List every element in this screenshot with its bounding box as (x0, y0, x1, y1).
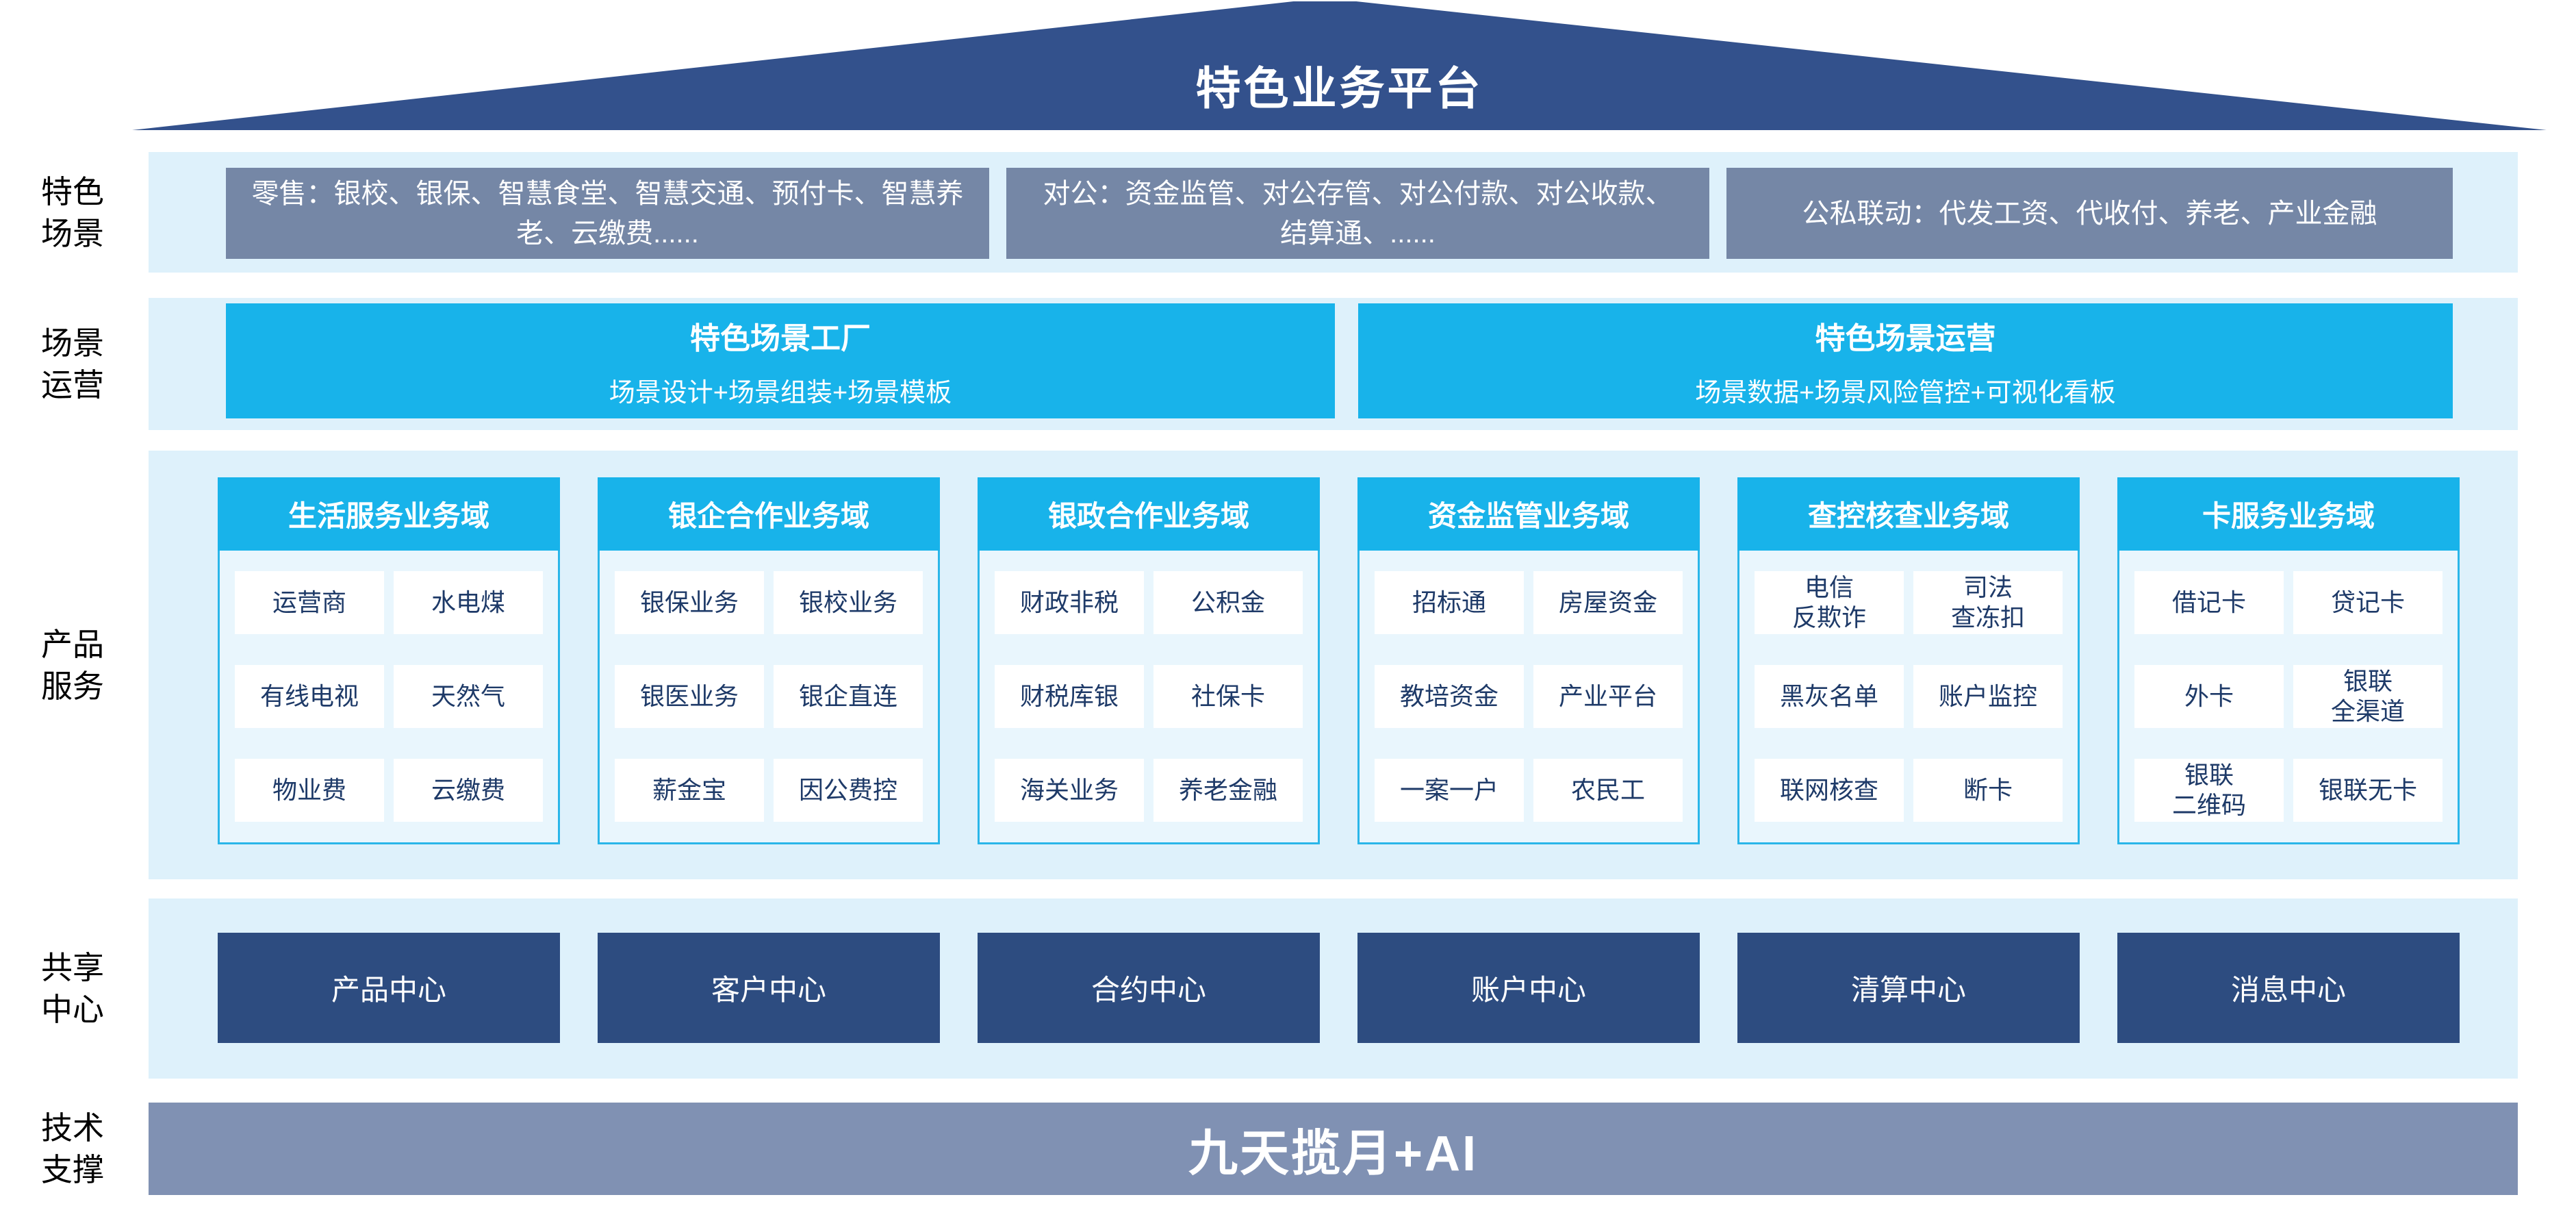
operation-box-title: 特色场景运营 (1815, 321, 1996, 355)
center-box-contract: 合约中心 (978, 933, 1320, 1043)
domain-body: 财政非税 公积金 财税库银 社保卡 海关业务 养老金融 (980, 551, 1318, 842)
domain-header: 资金监管业务域 (1357, 477, 1700, 551)
domain-body: 电信 反欺诈 司法 查冻扣 黑灰名单 账户监控 联网核查 断卡 (1739, 551, 2078, 842)
domain-item: 一案一户 (1375, 759, 1524, 822)
domain-card-fund-supervision: 资金监管业务域 招标通 房屋资金 教培资金 产业平台 一案一户 农民工 (1357, 477, 1700, 844)
domain-item: 联网核查 (1755, 759, 1904, 822)
domain-item: 教培资金 (1375, 665, 1524, 728)
domain-item: 天然气 (394, 665, 543, 728)
domain-card-bank-enterprise: 银企合作业务域 银保业务 银校业务 银医业务 银企直连 薪金宝 因公费控 (598, 477, 940, 844)
domain-item: 银联无卡 (2293, 759, 2443, 822)
domain-item: 养老金融 (1153, 759, 1303, 822)
domain-item: 财政非税 (995, 571, 1144, 634)
scene-box-linkage: 公私联动：代发工资、代收付、养老、产业金融 (1726, 168, 2453, 259)
domain-body: 银保业务 银校业务 银医业务 银企直连 薪金宝 因公费控 (600, 551, 938, 842)
domain-item: 电信 反欺诈 (1755, 571, 1904, 634)
domain-header: 查控核查业务域 (1737, 477, 2080, 551)
domain-item: 产业平台 (1533, 665, 1683, 728)
domain-item: 银医业务 (615, 665, 764, 728)
operation-box-title: 特色场景工厂 (690, 321, 871, 355)
scene-box-retail: 零售：银校、银保、智慧食堂、智慧交通、预付卡、智慧养老、云缴费...... (226, 168, 989, 259)
center-box-account: 账户中心 (1357, 933, 1700, 1043)
row-label-operation: 场景 运营 (41, 325, 104, 403)
operation-box-factory: 特色场景工厂 场景设计+场景组装+场景模板 (226, 303, 1335, 418)
domain-item: 运营商 (235, 571, 384, 634)
domain-body: 借记卡 贷记卡 外卡 银联 全渠道 银联 二维码 银联无卡 (2119, 551, 2458, 842)
domain-item: 司法 查冻扣 (1913, 571, 2063, 634)
domain-item: 物业费 (235, 759, 384, 822)
domain-card-bank-government: 银政合作业务域 财政非税 公积金 财税库银 社保卡 海关业务 养老金融 (978, 477, 1320, 844)
operation-box-subtitle: 场景设计+场景组装+场景模板 (609, 378, 952, 407)
row-label-shared: 共享 中心 (41, 950, 104, 1027)
domain-item: 银保业务 (615, 571, 764, 634)
domain-header: 银企合作业务域 (598, 477, 940, 551)
domain-item: 银联 全渠道 (2293, 665, 2443, 728)
domain-item: 因公费控 (774, 759, 923, 822)
domain-item: 银校业务 (774, 571, 923, 634)
domain-header: 卡服务业务域 (2117, 477, 2460, 551)
domain-header: 生活服务业务域 (218, 477, 560, 551)
operation-box-subtitle: 场景数据+场景风险管控+可视化看板 (1695, 378, 2116, 407)
domain-item: 外卡 (2134, 665, 2284, 728)
tech-support-box: 九天揽月+AI (149, 1103, 2518, 1195)
domain-item: 银企直连 (774, 665, 923, 728)
domain-item: 借记卡 (2134, 571, 2284, 634)
domain-item: 水电煤 (394, 571, 543, 634)
row-label-tech: 技术 支撑 (41, 1110, 104, 1187)
domain-item: 财税库银 (995, 665, 1144, 728)
domain-item: 房屋资金 (1533, 571, 1683, 634)
domain-item: 黑灰名单 (1755, 665, 1904, 728)
domain-card-card-services: 卡服务业务域 借记卡 贷记卡 外卡 银联 全渠道 银联 二维码 银联无卡 (2117, 477, 2460, 844)
center-box-customer: 客户中心 (598, 933, 940, 1043)
domain-item: 农民工 (1533, 759, 1683, 822)
domain-header: 银政合作业务域 (978, 477, 1320, 551)
domain-item: 海关业务 (995, 759, 1144, 822)
row-label-products: 产品 服务 (41, 627, 104, 704)
domain-item: 断卡 (1913, 759, 2063, 822)
domain-body: 运营商 水电煤 有线电视 天然气 物业费 云缴费 (220, 551, 558, 842)
center-box-product: 产品中心 (218, 933, 560, 1043)
domain-item: 账户监控 (1913, 665, 2063, 728)
domain-item: 招标通 (1375, 571, 1524, 634)
operation-box-operation: 特色场景运营 场景数据+场景风险管控+可视化看板 (1358, 303, 2453, 418)
domain-card-inquiry-control: 查控核查业务域 电信 反欺诈 司法 查冻扣 黑灰名单 账户监控 联网核查 断卡 (1737, 477, 2080, 844)
domain-item: 公积金 (1153, 571, 1303, 634)
domain-item: 薪金宝 (615, 759, 764, 822)
center-box-clearing: 清算中心 (1737, 933, 2080, 1043)
domain-body: 招标通 房屋资金 教培资金 产业平台 一案一户 农民工 (1360, 551, 1698, 842)
domain-item: 贷记卡 (2293, 571, 2443, 634)
domain-item: 有线电视 (235, 665, 384, 728)
domain-item: 银联 二维码 (2134, 759, 2284, 822)
scene-box-corporate: 对公：资金监管、对公存管、对公付款、对公收款、结算通、...... (1006, 168, 1709, 259)
platform-title: 特色业务平台 (1195, 63, 1483, 114)
domain-item: 云缴费 (394, 759, 543, 822)
domain-item: 社保卡 (1153, 665, 1303, 728)
row-label-scenes: 特色 场景 (41, 174, 104, 251)
center-box-message: 消息中心 (2117, 933, 2460, 1043)
domain-card-life-services: 生活服务业务域 运营商 水电煤 有线电视 天然气 物业费 云缴费 (218, 477, 560, 844)
